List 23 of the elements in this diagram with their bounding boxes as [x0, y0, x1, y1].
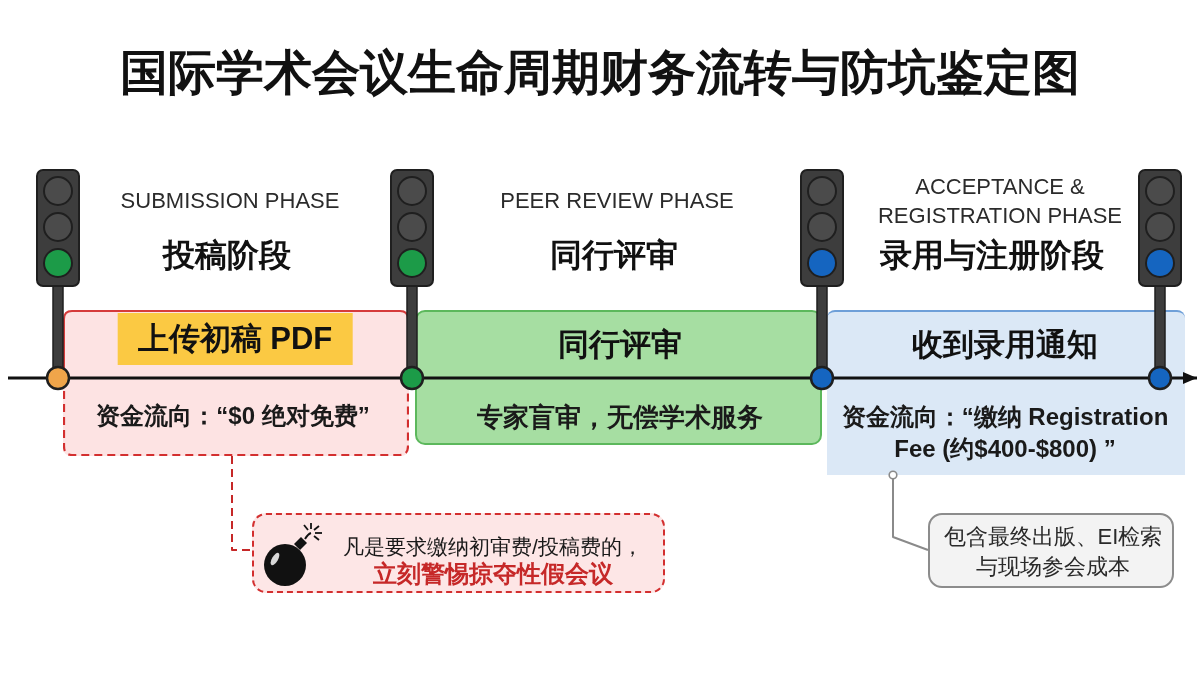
highlighted-title: 上传初稿 PDF [117, 313, 353, 365]
stage-title: 同行评审 [558, 326, 682, 364]
money-flow-note: 资金流向：“$0 绝对免费” [96, 401, 370, 431]
phase-heading: 投稿阶段 [163, 236, 291, 275]
stage-title: 收到录用通知 [912, 326, 1098, 364]
callout-text: 包含最终出版、EI检索与现场参会成本 [942, 523, 1164, 581]
phase-caption: ACCEPTANCE & REGISTRATION PHASE [876, 173, 1124, 230]
warning-emphasis: 立刻警惕掠夺性假会议 [373, 559, 613, 589]
title: 国际学术会议生命周期财务流转与防坑鉴定图 [120, 45, 1080, 101]
phase-caption: PEER REVIEW PHASE [500, 188, 734, 214]
stage-note: 专家盲审，无偿学术服务 [477, 401, 763, 433]
stage-box [415, 310, 822, 445]
leader-line [888, 470, 929, 551]
stage-box [827, 310, 1185, 475]
warning-box [252, 513, 665, 593]
connector [231, 455, 253, 551]
phase-caption: SUBMISSION PHASE [120, 188, 340, 214]
phase-heading: 同行评审 [550, 236, 678, 275]
callout-box [928, 513, 1174, 588]
phase-heading: 录用与注册阶段 [880, 236, 1104, 275]
warning-text: 凡是要求缴纳初审费/投稿费的， [343, 534, 643, 560]
stage-box [63, 310, 409, 456]
money-flow-note: 资金流向：“缴纳 Registration Fee (约$400-$800) ” [840, 402, 1170, 464]
